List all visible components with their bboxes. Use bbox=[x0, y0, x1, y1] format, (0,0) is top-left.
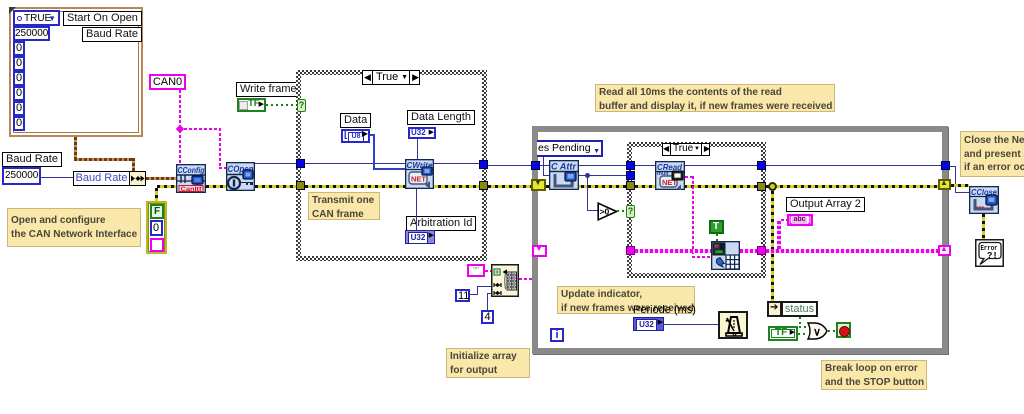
svg-text:CClose: CClose bbox=[971, 187, 997, 197]
svg-text:∨: ∨ bbox=[813, 327, 821, 339]
svg-text:>0: >0 bbox=[600, 207, 610, 217]
svg-text:?!: ?! bbox=[987, 251, 998, 261]
svg-text:CWrite: CWrite bbox=[407, 160, 433, 170]
svg-text:mult: mult bbox=[657, 171, 669, 177]
svg-text:CConfig: CConfig bbox=[178, 166, 205, 175]
svg-text:NET: NET bbox=[411, 175, 426, 184]
svg-text:***: *** bbox=[976, 206, 984, 213]
svg-text:COpen: COpen bbox=[228, 164, 254, 174]
svg-text:CRead: CRead bbox=[657, 162, 683, 172]
svg-text:C Attr: C Attr bbox=[551, 162, 576, 172]
svg-text:Error: Error bbox=[981, 245, 998, 253]
svg-text:CanItf: CanItf bbox=[181, 187, 203, 193]
svg-text:NET: NET bbox=[662, 178, 677, 187]
